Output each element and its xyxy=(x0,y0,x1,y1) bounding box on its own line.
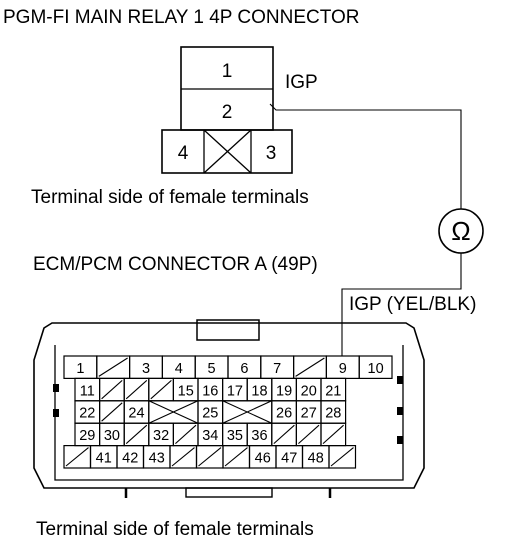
ecm-terminal-27: 27 xyxy=(301,406,317,422)
ecm-unused-cavity-mark xyxy=(150,379,172,400)
ecm-terminal-4: 4 xyxy=(175,361,183,377)
ecm-terminal-6: 6 xyxy=(240,361,248,377)
ecm-terminal-16: 16 xyxy=(202,383,218,399)
ecm-terminal-35: 35 xyxy=(227,428,243,444)
ecm-unused-cavity-mark xyxy=(125,424,148,445)
ecm-unused-cavity-mark xyxy=(98,357,128,377)
ecm-wire-label: IGP (YEL/BLK) xyxy=(349,294,476,315)
ecm-unused-cavity-mark xyxy=(125,379,148,400)
relay-terminal-4: 4 xyxy=(178,143,189,164)
ecm-unused-cavity-mark xyxy=(171,447,195,467)
ecm-terminal-11: 11 xyxy=(80,383,95,399)
ecm-terminal-20: 20 xyxy=(301,383,317,399)
relay-connector-lower-body xyxy=(161,129,293,174)
ecm-unused-cavity-mark xyxy=(65,447,89,467)
ecm-unused-cavity-mark xyxy=(273,424,295,445)
ecm-terminal-17: 17 xyxy=(227,383,243,399)
ohmmeter: Ω xyxy=(438,208,484,254)
ecm-terminal-28: 28 xyxy=(325,406,341,422)
ecm-terminal-21: 21 xyxy=(325,383,341,399)
ecm-terminal-42: 42 xyxy=(122,451,138,467)
ecm-unused-cavity-mark xyxy=(298,424,320,445)
ecm-caption: Terminal side of female terminals xyxy=(36,519,314,540)
relay-wire-label: IGP xyxy=(285,72,318,93)
ecm-unused-cavity xyxy=(328,445,357,469)
ecm-terminal-24: 24 xyxy=(128,406,144,422)
ecm-connector-shell xyxy=(33,319,425,498)
ecm-terminal-9: 9 xyxy=(339,361,347,377)
relay-connector: 1 2 4 3 xyxy=(161,46,293,174)
ecm-unused-cavity-mark xyxy=(295,357,325,377)
ecm-terminal-18: 18 xyxy=(251,383,267,399)
ohm-symbol: Ω xyxy=(451,216,470,246)
relay-caption: Terminal side of female terminals xyxy=(31,187,309,208)
ecm-unused-cavity-mark xyxy=(101,379,123,400)
ecm-terminal-3: 3 xyxy=(142,361,150,377)
ecm-terminal-46: 46 xyxy=(255,451,271,467)
ecm-terminal-1: 1 xyxy=(76,361,84,377)
relay-empty-cavity xyxy=(203,129,252,174)
ecm-unused-cavity-mark xyxy=(175,424,197,445)
ecm-terminal-25: 25 xyxy=(202,406,218,422)
ecm-terminal-19: 19 xyxy=(276,383,292,399)
ecm-terminal-29: 29 xyxy=(79,428,95,444)
relay-connector-title: PGM-FI MAIN RELAY 1 4P CONNECTOR xyxy=(3,7,360,28)
ecm-terminal-cell xyxy=(358,355,393,379)
ecm-terminal-30: 30 xyxy=(104,428,120,444)
ecm-empty-cavity-mark xyxy=(222,400,273,424)
ecm-unused-cavity-mark xyxy=(330,447,354,467)
relay-terminal-1: 1 xyxy=(222,61,233,82)
ecm-terminal-22: 22 xyxy=(79,406,95,422)
ecm-connector-title: ECM/PCM CONNECTOR A (49P) xyxy=(33,254,318,275)
ecm-terminal-43: 43 xyxy=(149,451,165,467)
ecm-terminal-7: 7 xyxy=(273,361,281,377)
ecm-terminal-48: 48 xyxy=(308,451,324,467)
ecm-terminal-15: 15 xyxy=(178,383,194,399)
ecm-terminal-41: 41 xyxy=(96,451,112,467)
probe-wire xyxy=(269,103,462,356)
ecm-terminal-10: 10 xyxy=(368,361,384,377)
ecm-terminal-36: 36 xyxy=(251,428,267,444)
relay-terminal-3: 3 xyxy=(266,143,277,164)
ecm-terminal-32: 32 xyxy=(153,428,169,444)
ecm-terminal-26: 26 xyxy=(276,406,292,422)
ecm-terminal-5: 5 xyxy=(208,361,216,377)
ecm-unused-cavity-mark xyxy=(101,402,123,422)
ecm-empty-cavity-mark xyxy=(148,400,199,424)
ecm-unused-cavity-mark xyxy=(224,447,248,467)
ecm-terminal-47: 47 xyxy=(281,451,297,467)
ecm-unused-cavity-mark xyxy=(322,424,344,445)
relay-terminal-2: 2 xyxy=(222,102,233,123)
ecm-unused-cavity-mark xyxy=(198,447,222,467)
ecm-terminal-34: 34 xyxy=(202,428,218,444)
